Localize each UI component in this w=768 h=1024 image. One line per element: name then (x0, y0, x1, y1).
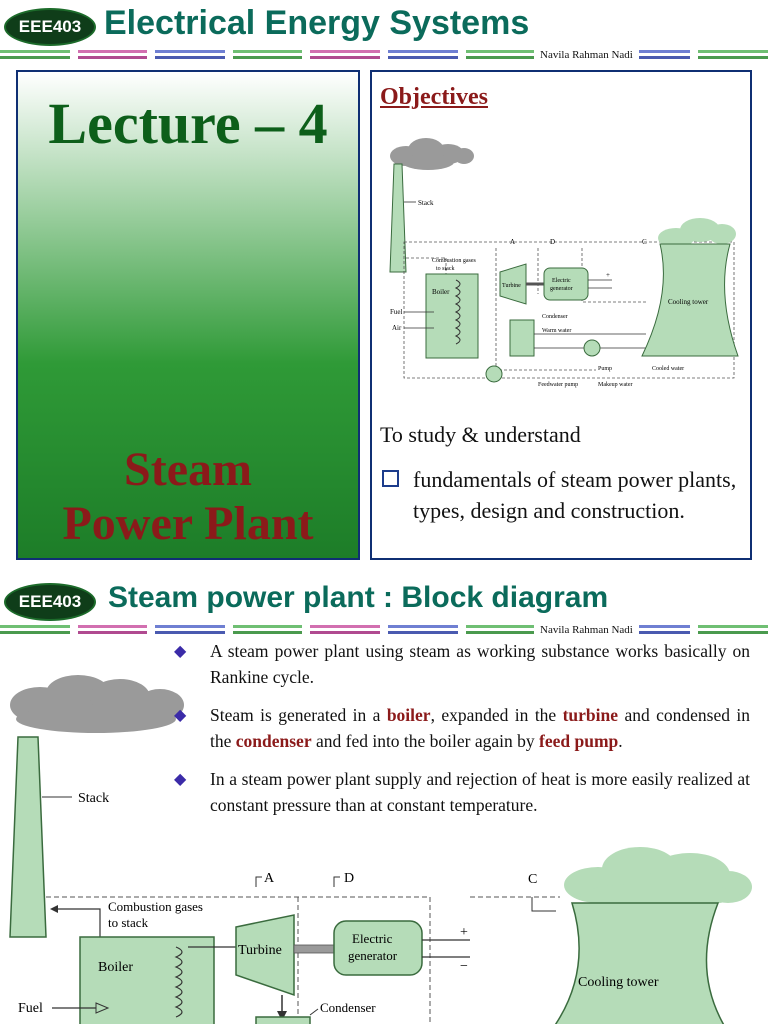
generator-box (333, 920, 423, 976)
minus-terminal: − (460, 959, 468, 974)
boiler-coil (174, 946, 183, 1018)
to-stack-label: to stack (108, 915, 149, 930)
header-stripes (0, 50, 768, 53)
pump-label: Pump (598, 366, 612, 372)
plus-terminal: + (606, 271, 610, 279)
bullet-item-3: ◆ In a steam power plant supply and reje… (170, 766, 750, 818)
feedwater-pump-icon (485, 365, 503, 383)
turbine-shape (235, 914, 295, 997)
stack-label: Stack (78, 791, 109, 806)
objectives-heading: Objectives (380, 84, 488, 110)
stack-chimney (9, 736, 47, 938)
objective-text: fundamentals of steam power plants, type… (413, 467, 737, 523)
diamond-bullet-icon: ◆ (174, 707, 187, 724)
label-a: A (510, 238, 515, 246)
warm-water-label: Warm water (542, 328, 571, 334)
keyword-feed-pump: feed pump (539, 731, 619, 751)
slide-title: Electrical Energy Systems (104, 4, 530, 42)
condenser-label: Condenser (320, 1000, 376, 1015)
header-stripes-lower (0, 56, 768, 59)
fuel-label: Fuel (18, 1001, 43, 1016)
cooling-tower-label: Cooling tower (578, 975, 659, 990)
course-badge: EEE403 (4, 8, 96, 46)
checkbox-bullet-icon (382, 470, 399, 487)
turbine-label: Turbine (238, 943, 282, 958)
label-a: A (264, 871, 275, 886)
generator-label-1: Electric (552, 278, 571, 284)
stack-label: Stack (418, 199, 434, 207)
keyword-turbine: turbine (562, 705, 619, 725)
bullet-text-1: A steam power plant using steam as worki… (210, 641, 750, 687)
feedwater-pump-label: Feedwater pump (538, 382, 578, 388)
generator-label-1: Electric (352, 931, 393, 946)
bullet-text-2: Steam is generated in a boiler, expanded… (210, 705, 750, 751)
boiler-label: Boiler (98, 960, 133, 975)
stack-chimney (389, 163, 407, 273)
diamond-bullet-icon: ◆ (174, 643, 187, 660)
label-c: C (642, 238, 647, 246)
keyword-boiler: boiler (386, 705, 431, 725)
air-label: Air (392, 324, 402, 332)
label-c: C (528, 872, 537, 887)
tower-steam-icon (658, 218, 736, 248)
label-d: D (344, 871, 354, 886)
makeup-water-label: Makeup water (598, 382, 633, 388)
lecture-topic-line1: Steam (124, 443, 252, 496)
lecture-number: Lecture – 4 (48, 91, 328, 156)
boiler-box (79, 936, 215, 1024)
to-stack-label: to stack (436, 266, 455, 272)
objective-bullet: fundamentals of steam power plants, type… (380, 464, 740, 526)
pump-icon (583, 339, 601, 357)
cooled-water-label: Cooled water (652, 366, 684, 372)
bullet-item-1: ◆ A steam power plant using steam as wor… (170, 638, 750, 690)
course-badge-2: EEE403 (4, 583, 96, 621)
generator-label-2: generator (348, 948, 398, 963)
condenser-label: Condenser (542, 314, 568, 320)
condenser-box (509, 319, 535, 357)
author-name-2: Navila Rahman Nadi (534, 624, 639, 636)
bullet-text-3: In a steam power plant supply and reject… (210, 769, 750, 815)
study-text: To study & understand (380, 422, 581, 447)
condenser-box (255, 1016, 311, 1024)
diamond-bullet-icon: ◆ (174, 771, 187, 788)
boiler-box (425, 273, 479, 359)
turbine-label: Turbine (502, 283, 521, 289)
boiler-coil (454, 279, 461, 345)
header-stripes-2 (0, 625, 768, 628)
combustion-gases-label: Combustion gases (432, 258, 476, 264)
smoke-cloud-icon (10, 675, 184, 733)
keyword-condenser: condenser (235, 731, 312, 751)
turbine-shape (499, 263, 527, 305)
lecture-topic-line2: Power Plant (62, 497, 314, 550)
objectives-panel: Objectives Stack A D C B Combustio (370, 70, 752, 560)
boiler-label: Boiler (432, 288, 450, 296)
plus-terminal: + (460, 925, 468, 940)
author-name: Navila Rahman Nadi (534, 49, 639, 61)
slide-title-2: Steam power plant : Block diagram (108, 581, 609, 614)
smoke-cloud-icon (390, 138, 474, 170)
cooling-tower-shape (554, 902, 725, 1024)
slide-2: EEE403 Steam power plant : Block diagram… (0, 575, 768, 1024)
bullet-list: ◆ A steam power plant using steam as wor… (170, 638, 750, 818)
power-plant-diagram-small: Stack A D C B Combustion gases to stack … (389, 138, 739, 388)
title-panel: Lecture – 4 Steam Power Plant (16, 70, 360, 560)
tower-steam-icon (564, 847, 752, 907)
cooling-tower-label: Cooling tower (668, 298, 709, 306)
header-stripes-lower-2 (0, 631, 768, 634)
fuel-label: Fuel (390, 308, 403, 316)
label-d: D (550, 238, 555, 246)
combustion-gases-label: Combustion gases (108, 899, 203, 914)
power-plant-diagram-large: Stack A D C Combustion gases to stack Bo… (9, 675, 752, 1024)
slide-1: EEE403 Electrical Energy Systems Navila … (0, 4, 768, 560)
bullet-item-2: ◆ Steam is generated in a boiler, expand… (170, 702, 750, 754)
cooling-tower-shape (641, 243, 739, 357)
generator-box (543, 267, 589, 301)
generator-label-2: generator (550, 286, 573, 292)
